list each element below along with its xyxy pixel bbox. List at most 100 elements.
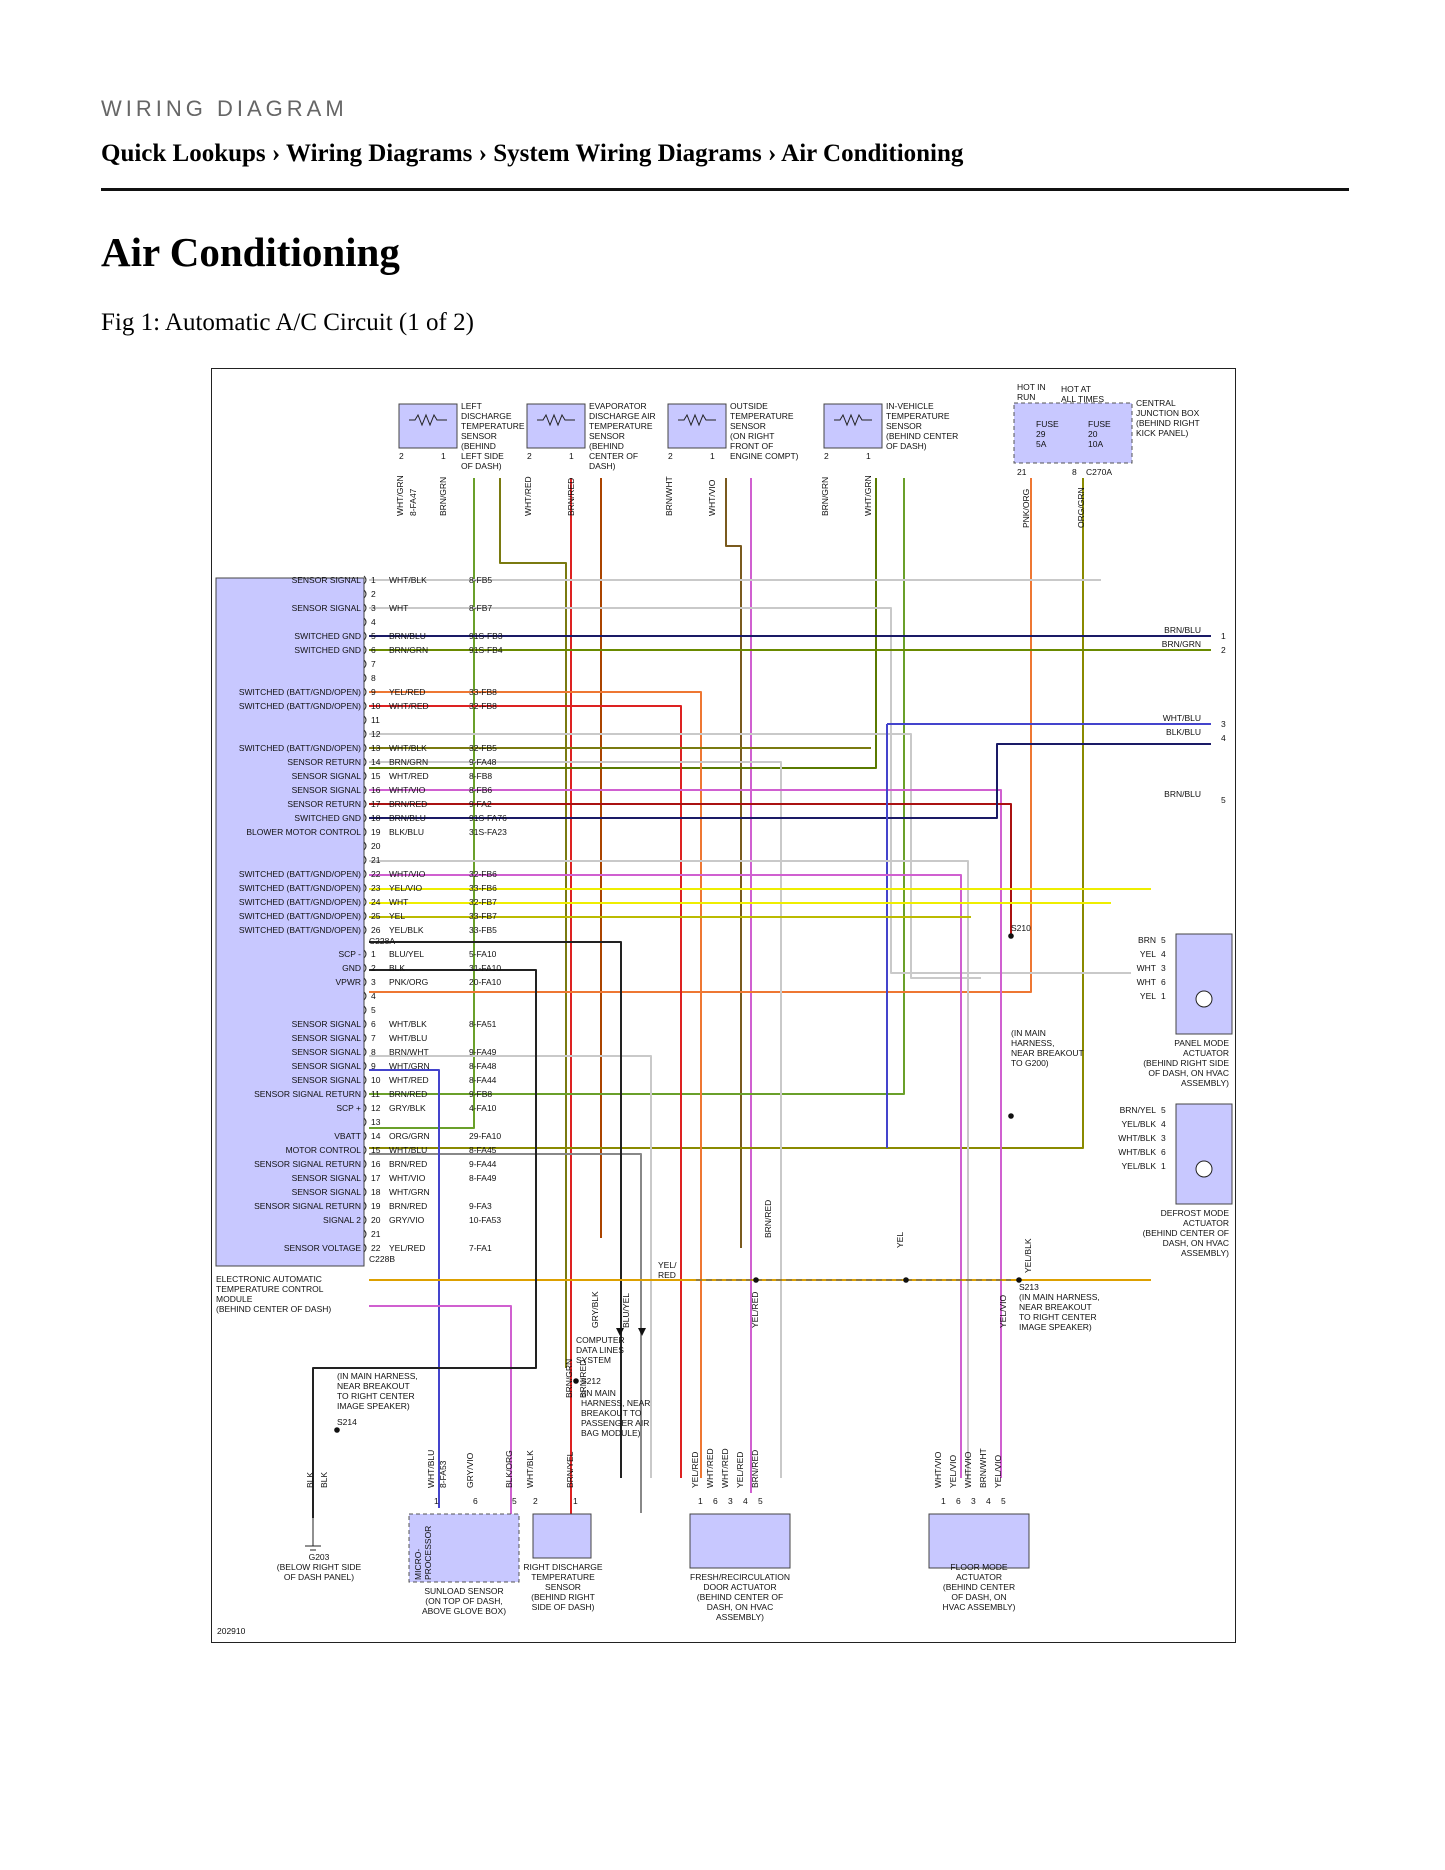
connector-pin-mark bbox=[363, 813, 367, 823]
actuator-pin-number: 5 bbox=[1161, 1105, 1166, 1115]
floor-pin-number: 5 bbox=[1001, 1496, 1006, 1506]
connector-pin-mark bbox=[363, 1019, 367, 1029]
wire-blk-gnd bbox=[312, 969, 537, 1518]
module-b-signal-label: SENSOR SIGNAL RETURN bbox=[254, 1201, 361, 1211]
sensor-circuit-ref: 8-FA47 bbox=[408, 488, 418, 516]
thermistor-symbol bbox=[537, 413, 575, 427]
sensor-wire-color: BRN/GRN bbox=[820, 477, 830, 516]
module-a-circuit-ref: 32-FB5 bbox=[469, 743, 497, 753]
splice-s212-label: S212 bbox=[581, 1376, 601, 1386]
right-output-wire: BRN/BLU bbox=[1164, 625, 1201, 635]
fuse-20-label: 20 bbox=[1088, 429, 1098, 439]
module-a-pin-number: 13 bbox=[371, 743, 381, 753]
connector-pin-mark bbox=[363, 1117, 367, 1127]
module-b-signal-label: SENSOR SIGNAL bbox=[292, 1075, 362, 1085]
actuator-motor-symbol bbox=[1195, 1160, 1213, 1178]
data-line-arrow bbox=[616, 1328, 624, 1336]
fuse-29-label: 29 bbox=[1036, 429, 1046, 439]
figure-caption: Fig 1: Automatic A/C Circuit (1 of 2) bbox=[101, 309, 474, 336]
ground-symbol bbox=[305, 1518, 321, 1551]
right-output-wire: BLK/BLU bbox=[1166, 727, 1201, 737]
actuator-pin-number: 3 bbox=[1161, 1133, 1166, 1143]
temperature-sensor bbox=[526, 403, 586, 449]
connector-pin-mark bbox=[363, 645, 367, 655]
splice-s212-note: HARNESS, NEAR bbox=[581, 1398, 650, 1408]
actuator-pin-wire: WHT/BLK bbox=[1118, 1133, 1156, 1143]
splice-s213-note: IMAGE SPEAKER) bbox=[1019, 1322, 1092, 1332]
connector-pin-mark bbox=[363, 701, 367, 711]
mid-wire-label: YEL/VIO bbox=[998, 1295, 1008, 1328]
module-b-wire-color: WHT/VIO bbox=[389, 1173, 426, 1183]
right-discharge-pin-number: 2 bbox=[533, 1496, 538, 1506]
actuator-name: (BEHIND CENTER OF bbox=[1143, 1228, 1229, 1238]
module-a-signal-label: SWITCHED (BATT/GND/OPEN) bbox=[239, 911, 361, 921]
header-divider bbox=[101, 188, 1349, 191]
sensor-name: DISCHARGE AIR bbox=[589, 411, 656, 421]
right-discharge-sensor-name: SIDE OF DASH) bbox=[532, 1602, 595, 1612]
wire-wht-blk-13 bbox=[369, 733, 981, 979]
wire-outside-brn-wht bbox=[725, 478, 742, 1248]
module-a-pin-number: 8 bbox=[371, 673, 376, 683]
connector-pin-mark bbox=[363, 729, 367, 739]
hot-in-run-label: HOT IN bbox=[1017, 382, 1046, 392]
connector-pin-mark bbox=[363, 589, 367, 599]
module-a-wire-color: YEL bbox=[389, 911, 405, 921]
wire-wht-red-10 bbox=[369, 705, 682, 1478]
fresh-recirc-actuator-name: FRESH/RECIRCULATION bbox=[690, 1572, 790, 1582]
module-a-wire-color: BRN/GRN bbox=[389, 757, 428, 767]
sensor-wire-color: BRN/GRN bbox=[438, 477, 448, 516]
module-a-wire-color: YEL/RED bbox=[389, 687, 425, 697]
module-b-pin-number: 10 bbox=[371, 1075, 381, 1085]
module-a-circuit-ref: 91S-FB3 bbox=[469, 631, 503, 641]
connector-pin-mark bbox=[363, 827, 367, 837]
splice-s214-label: S214 bbox=[337, 1417, 357, 1427]
right-discharge-sensor-name: (BEHIND RIGHT bbox=[531, 1592, 595, 1602]
connector-pin-mark bbox=[363, 785, 367, 795]
module-b-signal-label: SIGNAL 2 bbox=[323, 1215, 361, 1225]
connector-pin-mark bbox=[363, 1103, 367, 1113]
module-b-wire-color: WHT/BLK bbox=[389, 1019, 427, 1029]
right-discharge-sensor-name: TEMPERATURE bbox=[531, 1572, 595, 1582]
connector-pin-mark bbox=[363, 1145, 367, 1155]
module-b-pin-number: 1 bbox=[371, 949, 376, 959]
actuator-motor-symbol bbox=[1195, 990, 1213, 1008]
sensor-wire-color: BRN/RED bbox=[566, 478, 576, 516]
module-name: ELECTRONIC AUTOMATIC bbox=[216, 1274, 322, 1284]
module-b-signal-label: SENSOR SIGNAL bbox=[292, 1061, 362, 1071]
sunload-pin-number: 6 bbox=[473, 1496, 478, 1506]
connector-pin-mark bbox=[363, 1033, 367, 1043]
jb-pin-number: 21 bbox=[1017, 467, 1027, 477]
floor-pin-number: 1 bbox=[941, 1496, 946, 1506]
module-a-signal-label: SWITCHED (BATT/GND/OPEN) bbox=[239, 925, 361, 935]
module-a-wire-color: BRN/GRN bbox=[389, 645, 428, 655]
connector-pin-mark bbox=[363, 659, 367, 669]
module-b-signal-label: SCP - bbox=[338, 949, 361, 959]
sensor-name: SENSOR bbox=[886, 421, 922, 431]
connector-pin-mark bbox=[363, 1159, 367, 1169]
module-a-wire-color: BRN/BLU bbox=[389, 813, 426, 823]
right-output-number: 2 bbox=[1221, 645, 1226, 655]
module-a-pin-number: 7 bbox=[371, 659, 376, 669]
module-a-circuit-ref: 8-FB6 bbox=[469, 785, 492, 795]
module-b-wire-color: YEL/RED bbox=[389, 1243, 425, 1253]
floor-wire-color: YEL/VIO bbox=[993, 1455, 1003, 1488]
thermistor-symbol bbox=[409, 413, 447, 427]
computer-data-lines-label: COMPUTER bbox=[576, 1335, 625, 1345]
connector-pin-mark bbox=[363, 977, 367, 987]
floor-wire-color: YEL/VIO bbox=[948, 1455, 958, 1488]
module-a-pin-number: 25 bbox=[371, 911, 381, 921]
fresh-pin-number: 6 bbox=[713, 1496, 718, 1506]
fresh-wire-color: YEL/RED bbox=[735, 1452, 745, 1488]
connector-pin-mark bbox=[363, 1075, 367, 1085]
module-a-wire-color: WHT/RED bbox=[389, 701, 429, 711]
module-a-wire-color: YEL/BLK bbox=[389, 925, 424, 935]
module-b-circuit-ref: 8-FA45 bbox=[469, 1145, 497, 1155]
fresh-wire-color: YEL/RED bbox=[690, 1452, 700, 1488]
connector-pin-mark bbox=[363, 1173, 367, 1183]
module-a-circuit-ref: 31S-FA23 bbox=[469, 827, 507, 837]
breadcrumb[interactable]: Quick Lookups › Wiring Diagrams › System… bbox=[101, 140, 964, 167]
sensor-wire-color: WHT/VIO bbox=[707, 479, 717, 516]
connector-pin-mark bbox=[363, 841, 367, 851]
jb-wire-color: ORG/GRN bbox=[1076, 487, 1086, 528]
sensor-name: (BEHIND bbox=[461, 441, 496, 451]
